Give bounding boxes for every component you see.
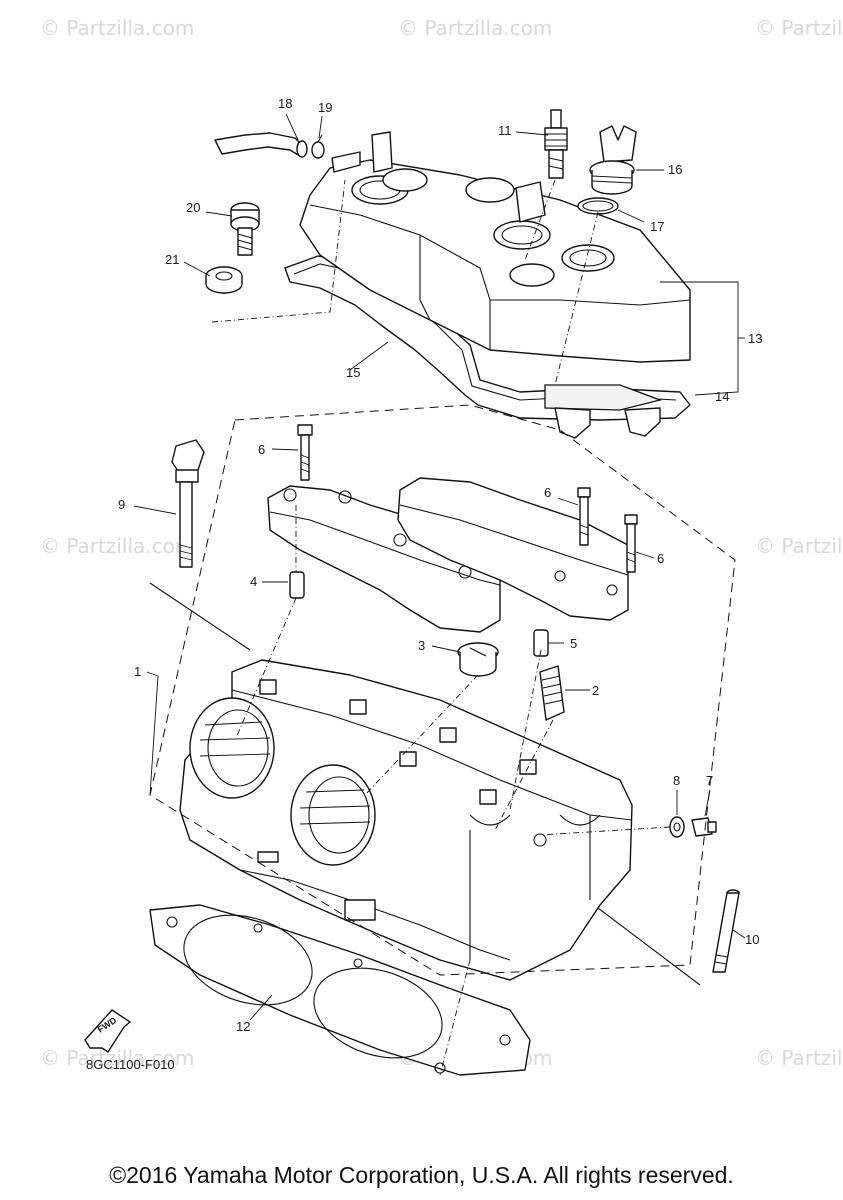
watermark: © Partzilla.com [40,534,194,558]
watermark: © Partzilla.com [755,1046,843,1070]
cover-grommet[interactable] [205,266,243,294]
watermark: © Partzilla.com [755,16,843,40]
oil-gallery-bolt[interactable] [691,817,717,837]
cover-bolt[interactable] [230,202,260,256]
head-bolt[interactable] [171,439,205,568]
breather-hose[interactable] [214,132,308,158]
watermark: © Partzilla.com [398,16,552,40]
plug[interactable] [457,642,499,677]
callout-9: 9 [118,497,125,512]
cylinder-head[interactable] [179,659,633,981]
callout-10: 10 [745,932,759,947]
callout-6: 6 [657,551,664,566]
callout-13: 13 [748,331,762,346]
camshaft-cap-right[interactable] [397,477,629,621]
o-ring[interactable] [577,197,619,215]
washer[interactable] [669,816,685,838]
callout-7: 7 [706,773,713,788]
oil-filler-cap[interactable] [589,125,637,195]
cam-cap-bolt[interactable] [297,424,313,481]
assembly-outlines [149,179,736,1076]
callout-labels: 18 19 20 21 11 16 17 13 14 15 6 6 6 9 4 … [118,96,762,1034]
callout-8: 8 [673,773,680,788]
callout-14: 14 [715,389,729,404]
callout-6: 6 [544,485,551,500]
hose-clip[interactable] [311,134,325,159]
callout-15: 15 [346,365,360,380]
callout-12: 12 [236,1019,250,1034]
callout-20: 20 [186,200,200,215]
watermark: © Partzilla.com [40,1046,194,1070]
callout-19: 19 [318,100,332,115]
callout-3: 3 [418,638,425,653]
cylinder-head-cover[interactable] [299,131,691,439]
callout-6: 6 [258,442,265,457]
callout-5: 5 [570,636,577,651]
valve-guide[interactable] [539,665,565,721]
cylinder-head-gasket[interactable] [149,900,531,1076]
callout-1: 1 [134,664,141,679]
stud-bolt[interactable] [712,889,740,973]
watermark: © Partzilla.com [755,534,843,558]
diagram-code: 8GC1100-F010 [86,1057,175,1072]
dowel-pin[interactable] [289,571,305,599]
callout-16: 16 [668,162,682,177]
callout-21: 21 [165,252,179,267]
spark-plug[interactable] [544,109,568,179]
copyright-notice: ©2016 Yamaha Motor Corporation, U.S.A. A… [109,1162,734,1188]
callout-11: 11 [498,123,512,138]
callout-2: 2 [592,683,599,698]
cam-cap-bolt[interactable] [577,487,591,546]
callout-4: 4 [250,574,257,589]
callout-18: 18 [278,96,292,111]
leader-lines [133,113,746,1021]
watermark: © Partzilla.com [40,16,194,40]
exploded-parts-diagram: © Partzilla.com © Partzilla.com © Partzi… [40,16,843,1076]
cam-cap-bolt[interactable] [624,514,638,573]
callout-17: 17 [650,219,664,234]
camshaft-cap-left[interactable] [267,485,501,633]
